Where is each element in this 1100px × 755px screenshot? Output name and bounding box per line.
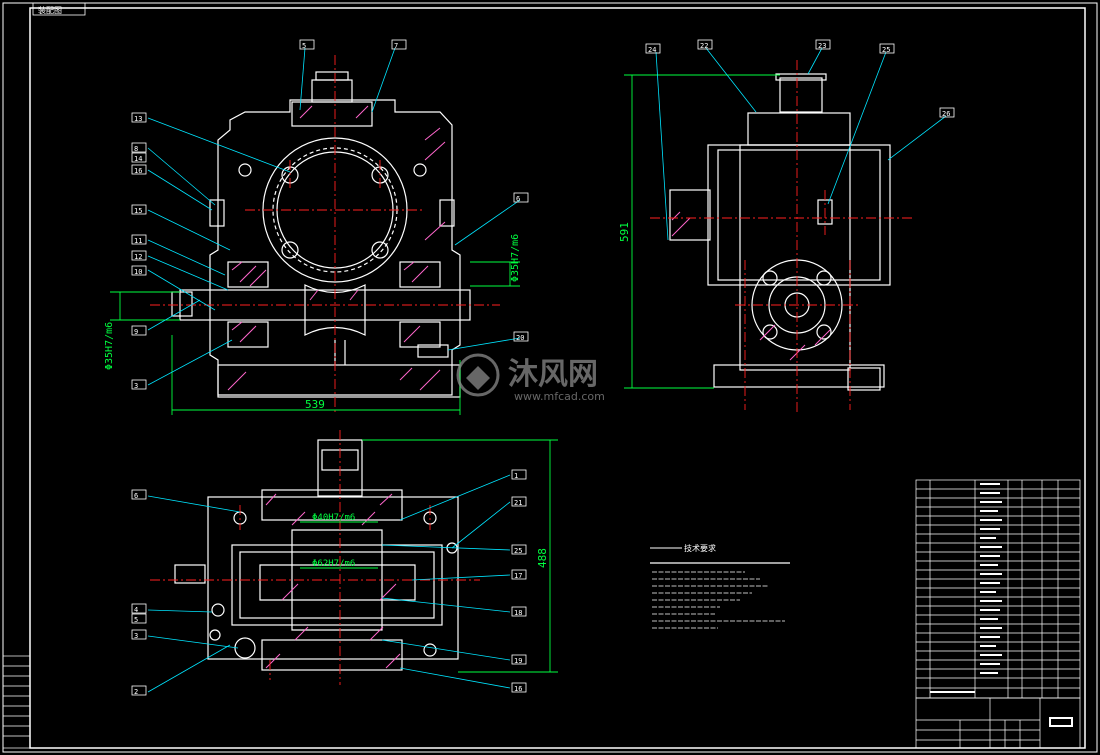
parts-list-text-marks bbox=[930, 483, 1002, 693]
front-centerlines bbox=[150, 55, 500, 415]
side-callout-number: 25 bbox=[882, 46, 890, 54]
top-callout-number: 1 bbox=[514, 472, 518, 480]
front-callout-number: 15 bbox=[134, 207, 142, 215]
watermark-text: 沐风网 bbox=[508, 357, 598, 392]
top-callout-number: 2 bbox=[134, 688, 138, 696]
notes-body-lines bbox=[652, 571, 785, 629]
top-callout-number: 25 bbox=[514, 547, 522, 555]
top-leaders bbox=[147, 474, 511, 693]
top-hatching bbox=[265, 493, 401, 669]
top-callout-number: 18 bbox=[514, 609, 522, 617]
top-callout-boxes bbox=[131, 469, 527, 696]
dim-fit-top-lower: Φ62H7/m6 bbox=[312, 559, 355, 569]
side-hatching bbox=[671, 211, 831, 361]
side-callout-boxes bbox=[645, 39, 955, 118]
front-callout-number: 16 bbox=[134, 167, 142, 175]
top-callout-number: 4 bbox=[134, 606, 138, 614]
front-callout-number: 9 bbox=[134, 328, 138, 336]
parts-list-table bbox=[915, 479, 1081, 699]
dim-fit-top-upper: Φ40H7/m6 bbox=[312, 513, 355, 523]
front-callout-number: 20 bbox=[516, 334, 524, 342]
front-callout-number: 12 bbox=[134, 253, 142, 261]
watermark-url: www.mfcad.com bbox=[514, 390, 605, 403]
watermark-logo-icon bbox=[456, 353, 500, 397]
front-dimensions bbox=[110, 261, 520, 415]
top-centerlines bbox=[150, 430, 480, 685]
front-hatching bbox=[227, 105, 446, 391]
technical-notes: 技术要求 bbox=[650, 543, 790, 629]
side-callout-number: 24 bbox=[648, 46, 656, 54]
side-centerlines bbox=[650, 60, 915, 415]
front-callout-number: 6 bbox=[516, 195, 520, 203]
front-callout-number: 3 bbox=[134, 382, 138, 390]
front-callout-number: 7 bbox=[394, 42, 398, 50]
dim-top-height: 488 bbox=[536, 548, 549, 568]
side-callout-number: 23 bbox=[818, 42, 826, 50]
top-callout-number: 16 bbox=[514, 685, 522, 693]
front-callout-number: 11 bbox=[134, 237, 142, 245]
dim-side-height: 591 bbox=[618, 222, 631, 242]
corner-label: 装配图 bbox=[38, 5, 62, 15]
top-callout-number: 3 bbox=[134, 632, 138, 640]
front-callout-number: 14 bbox=[134, 155, 142, 163]
top-callout-number: 5 bbox=[134, 616, 138, 624]
side-callout-number: 26 bbox=[942, 110, 950, 118]
watermark: 沐风网 www.mfcad.com bbox=[456, 353, 605, 403]
front-callout-number: 5 bbox=[302, 42, 306, 50]
title-block bbox=[915, 697, 1081, 749]
dim-front-width: 539 bbox=[305, 398, 325, 411]
front-callout-number: 13 bbox=[134, 115, 142, 123]
side-dimensions bbox=[624, 74, 780, 389]
frame-border bbox=[29, 7, 1086, 749]
top-dimensions bbox=[300, 439, 558, 673]
side-callout-number: 22 bbox=[700, 42, 708, 50]
front-callout-number: 8 bbox=[134, 145, 138, 153]
revision-strip bbox=[2, 655, 31, 749]
front-leaders bbox=[147, 47, 521, 386]
top-callout-number: 6 bbox=[134, 492, 138, 500]
top-callout-number: 17 bbox=[514, 572, 522, 580]
top-callout-number: 21 bbox=[514, 499, 522, 507]
dim-fit-right: Φ35H7/m6 bbox=[510, 234, 521, 282]
top-callout-number: 19 bbox=[514, 657, 522, 665]
notes-title: 技术要求 bbox=[684, 543, 716, 553]
corner-label-box bbox=[32, 2, 86, 16]
dim-fit-left: Φ35H7/m6 bbox=[104, 322, 115, 370]
front-callout-boxes bbox=[131, 39, 529, 390]
top-view bbox=[174, 439, 459, 671]
side-view bbox=[669, 73, 891, 391]
watermark-logo-mark bbox=[466, 366, 490, 390]
parts-list-rows bbox=[916, 488, 1080, 689]
side-leaders bbox=[655, 47, 947, 241]
front-callout-number: 10 bbox=[134, 268, 142, 276]
